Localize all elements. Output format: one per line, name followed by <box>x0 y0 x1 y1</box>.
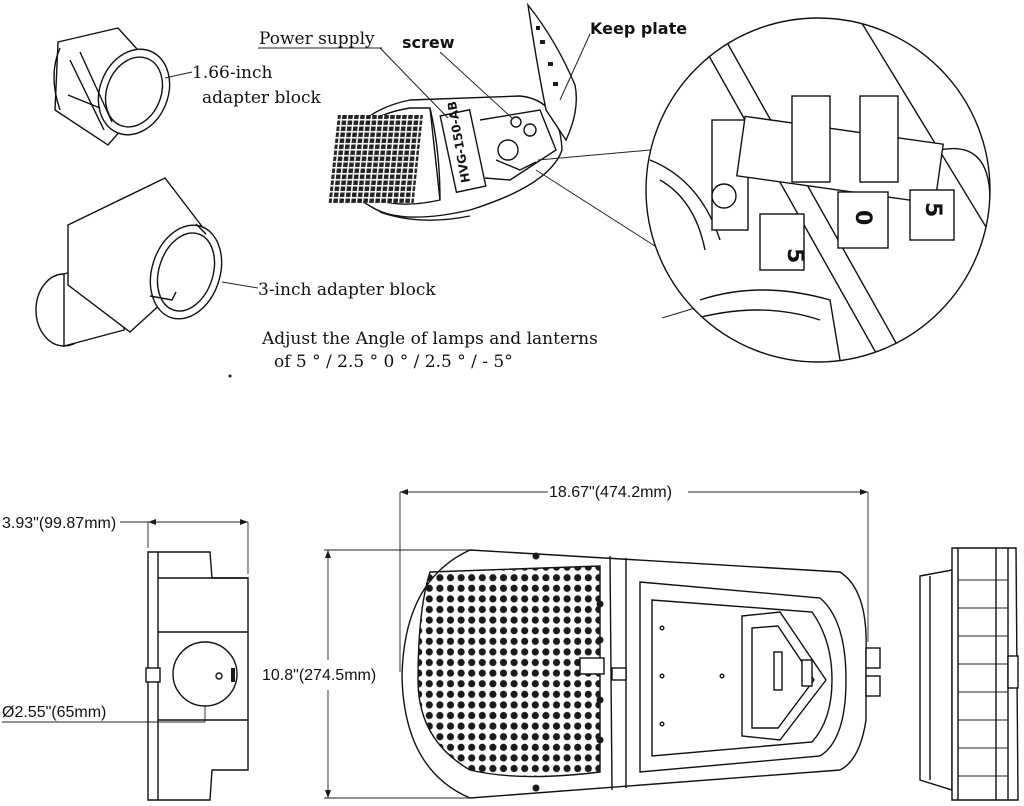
tick-0: 0 <box>850 210 875 225</box>
label-adapter-166-line1: 1.66-inch <box>192 63 273 83</box>
dim-width: 10.8"(274.5mm) <box>262 667 376 684</box>
adapter-3inch-drawing <box>35 177 223 347</box>
leader-lines <box>164 33 729 319</box>
label-adapter-3inch: 3-inch adapter block <box>258 280 436 300</box>
tick-minus5: 5 <box>920 202 945 217</box>
depth-dimension <box>120 519 249 574</box>
label-power-supply: Power supply <box>259 29 375 49</box>
adapter-166-drawing <box>53 27 171 146</box>
tick-plus5: 5 <box>782 248 807 263</box>
length-dimension <box>399 489 869 672</box>
label-keep-plate: Keep plate <box>590 19 687 38</box>
dim-depth: 3.93"(99.87mm) <box>2 515 116 532</box>
stray-dot <box>228 374 232 378</box>
side-view-drawing <box>145 551 249 801</box>
label-angle-line2: of 5 ° / 2.5 ° 0 ° / 2.5 ° / - 5° <box>274 352 513 372</box>
exploded-luminaire-drawing: HVG-150-AB <box>328 2 578 221</box>
dim-length: 18.67"(474.2mm) <box>549 484 672 501</box>
label-angle-line1: Adjust the Angle of lamps and lanterns <box>261 329 598 349</box>
detail-angle-adjuster: 5 0 5 <box>645 17 991 363</box>
width-dimension <box>324 549 470 799</box>
label-screw: screw <box>402 33 455 52</box>
dim-diameter: Ø2.55"(65mm) <box>2 704 106 721</box>
front-view-drawing <box>401 549 881 799</box>
rear-view-drawing <box>919 547 1019 801</box>
label-adapter-166-line2: adapter block <box>202 88 322 108</box>
